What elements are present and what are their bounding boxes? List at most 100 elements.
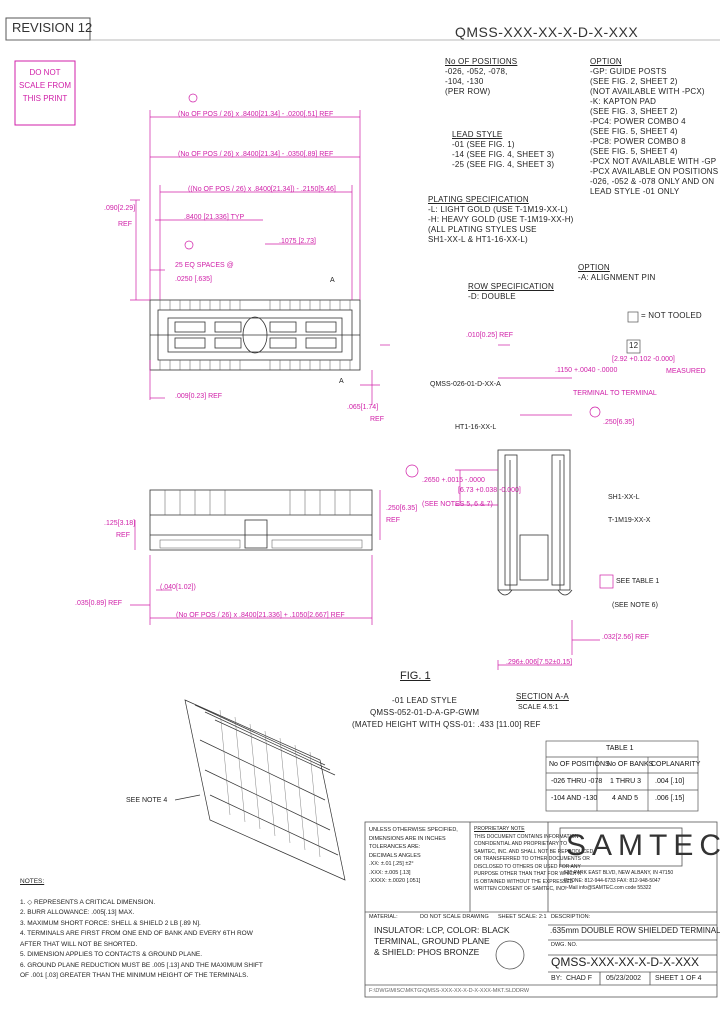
label-see-note6: (SEE NOTE 6) (612, 602, 658, 609)
callout-title: OPTION (578, 263, 610, 272)
lead-style-callout: LEAD STYLE -01 (SEE FIG. 1) -14 (SEE FIG… (452, 130, 554, 170)
prop-line: THIS DOCUMENT CONTAINS INFORMATION (474, 833, 579, 840)
notes-block: NOTES: 1. ◇ REPRESENTS A CRITICAL DIMENS… (20, 877, 263, 982)
callout-line: (SEE FIG. 5, SHEET 4) (590, 127, 678, 136)
tol-line: .XX: ±.01 [.25] ±2° (369, 861, 414, 867)
dim-eq-spaces: 25 EQ SPACES @ (175, 262, 234, 269)
dim-250-side: .250[6.35] (386, 505, 418, 512)
prop-title: PROPRIETARY NOTE (474, 826, 525, 832)
callout-title: PLATING SPECIFICATION (428, 195, 529, 204)
prop-line: PURPOSE OTHER THAN THAT FOR WHICH IT (474, 871, 583, 877)
prop-line: OR TRANSFERRED TO OTHER DOCUMENTS OR (474, 856, 590, 862)
section-aa (497, 449, 573, 596)
dim-065-ref: REF (370, 416, 384, 423)
do-not-scale-warning: DO NOT SCALE FROM THIS PRINT (16, 66, 74, 105)
label-sh1: SH1-XX-L (608, 494, 640, 501)
callout-line: -H: HEAVY GOLD (USE T-1M19-XX-H) (428, 215, 574, 224)
table1-header: COPLANARITY (651, 761, 701, 768)
dim-125: .125[3.18] (104, 520, 136, 527)
note-line: 6. GROUND PLANE REDUCTION MUST BE .005 [… (20, 961, 263, 969)
callout-line: -PC8: POWER COMBO 8 (590, 137, 686, 146)
dim-065: .065[1.74] (347, 404, 379, 411)
drawing-date: 05/23/2002 (606, 975, 642, 982)
prop-line: CONFIDENTIAL AND PROPRIETARY TO (474, 841, 567, 847)
section-marker-a-top: A (330, 277, 335, 284)
dim-296: .296±.006[7.52±0.15] (506, 659, 573, 666)
fig1-line3: (MATED HEIGHT WITH QSS-01: .433 [11.00] … (352, 720, 541, 729)
do-not-scale-drawing: DO NOT SCALE DRAWING (420, 914, 489, 920)
callout-line: -D: DOUBLE (468, 292, 516, 301)
table1-cell: -026 THRU -078 (551, 778, 603, 785)
dwg-label: DWG. NO. (551, 942, 578, 948)
dim-measured: MEASURED (666, 368, 706, 375)
warning-line: SCALE FROM (18, 81, 71, 90)
drawn-by: CHAD F (566, 975, 593, 982)
callout-line: -104, -130 (445, 77, 484, 86)
dim-032: .032[2.56] REF (602, 634, 650, 641)
callout-title: OPTION (590, 57, 622, 66)
fig1-subtitle: -01 LEAD STYLE (392, 696, 458, 705)
dim-2650-mm: [6.73 +0.038 -0.000] (458, 487, 521, 494)
prop-line: DISCLOSED TO OTHERS OR USED FOR ANY (474, 863, 581, 870)
tol-line: DIMENSIONS ARE IN INCHES (369, 835, 446, 842)
samtec-logo: SAMTEC (566, 829, 720, 862)
dwg-number: QMSS-XXX-XX-X-D-X-XXX (551, 955, 700, 969)
callout-line: (NOT AVAILABLE WITH -PCX) (590, 87, 705, 96)
note-line: 3. MAXIMUM SHORT FORCE: SHELL & SHIELD 2… (20, 919, 201, 927)
description-label: DESCRIPTION: (551, 914, 591, 920)
dim-overall-3: ((No OF POS / 26) x .8400[21.34]) - .215… (188, 186, 336, 193)
side-view-connector (149, 489, 373, 551)
tol-line: .XXXX: ±.0020 [.051] (369, 878, 421, 884)
address-line: PHONE: 812-944-6733 FAX: 812-948-5047 (564, 877, 661, 884)
see-note4: SEE NOTE 4 (126, 797, 168, 804)
callout-line: -GP: GUIDE POSTS (590, 67, 667, 76)
dim-090-ref: REF (118, 221, 132, 228)
dim-250-side-ref: REF (386, 517, 400, 524)
top-view-connector (149, 299, 361, 371)
callout-line: -PCX NOT AVAILABLE WITH -GP (590, 157, 717, 166)
dim-125-ref: REF (116, 532, 130, 539)
material-line: TERMINAL, GROUND PLANE (374, 936, 490, 946)
plating-callout: PLATING SPECIFICATION -L: LIGHT GOLD (US… (428, 195, 574, 245)
prop-line: IS OBTAINED WITHOUT THE EXPRESSED (474, 878, 574, 885)
tol-title: UNLESS OTHERWISE SPECIFIED, (369, 827, 458, 833)
table1-cell: -104 AND -130 (551, 795, 598, 802)
callout-line: -25 (SEE FIG. 4, SHEET 3) (452, 160, 555, 169)
note-line: AFTER THAT WILL NOT BE SHORTED. (20, 940, 138, 948)
callout-line: -L: LIGHT GOLD (USE T-1M19-XX-L) (428, 205, 568, 214)
callout-line: -14 (SEE FIG. 4, SHEET 3) (452, 150, 555, 159)
row-spec-callout: ROW SPECIFICATION -D: DOUBLE (468, 282, 554, 302)
callout-line: LEAD STYLE -01 ONLY (590, 187, 680, 196)
label-t1m19: T-1M19-XX-X (608, 517, 651, 524)
callout-line: SH1-XX-L & HT1-16-XX-L) (428, 235, 528, 244)
dim-250-section: .250[6.35] (603, 419, 635, 426)
callout-line: -026, -052 & -078 ONLY AND ON (590, 177, 715, 186)
dim-035: .035[0.89] REF (75, 600, 123, 607)
address-line: e-Mail info@SAMTEC.com code 55322 (564, 885, 652, 891)
label-qmss-section: QMSS-026-01-D-XX-A (430, 381, 501, 388)
label-ht1: HT1-16-XX-L (455, 424, 497, 431)
callout-line: -A: ALIGNMENT PIN (578, 273, 656, 282)
table1-cell: 4 AND 5 (612, 795, 639, 802)
dim-009: .009[0.23] REF (175, 393, 223, 400)
not-tooled-note: = NOT TOOLED (641, 311, 702, 320)
sheet-number: SHEET 1 OF 4 (655, 975, 702, 982)
option-callout: OPTION -GP: GUIDE POSTS (SEE FIG. 2, SHE… (590, 57, 718, 197)
material-label: MATERIAL: (369, 914, 398, 920)
note-line: 1. ◇ REPRESENTS A CRITICAL DIMENSION. (20, 898, 156, 906)
callout-line: (PER ROW) (445, 87, 491, 96)
callout-line: -K: KAPTON PAD (590, 97, 657, 106)
dim-term-to-term: TERMINAL TO TERMINAL (573, 390, 657, 397)
warning-line: DO NOT (29, 68, 61, 77)
callout-line: -01 (SEE FIG. 1) (452, 140, 515, 149)
positions-callout: No OF POSITIONS -026, -052, -078, -104, … (445, 57, 517, 97)
note-line: 5. DIMENSION APPLIES TO CONTACTS & GROUN… (20, 951, 203, 958)
table1-title: TABLE 1 (606, 745, 634, 752)
isometric-view (174, 699, 346, 881)
revision-label: REVISION 12 (12, 20, 93, 35)
dim-010: .010[0.25] REF (466, 332, 514, 339)
dim-overall-side: (No OF POS / 26) x .8400[21.336] + .1050… (176, 612, 345, 619)
callout-line: -PC4: POWER COMBO 4 (590, 117, 686, 126)
material-block: INSULATOR: LCP, COLOR: BLACK TERMINAL, G… (374, 925, 510, 958)
label-see-table: SEE TABLE 1 (616, 578, 660, 585)
